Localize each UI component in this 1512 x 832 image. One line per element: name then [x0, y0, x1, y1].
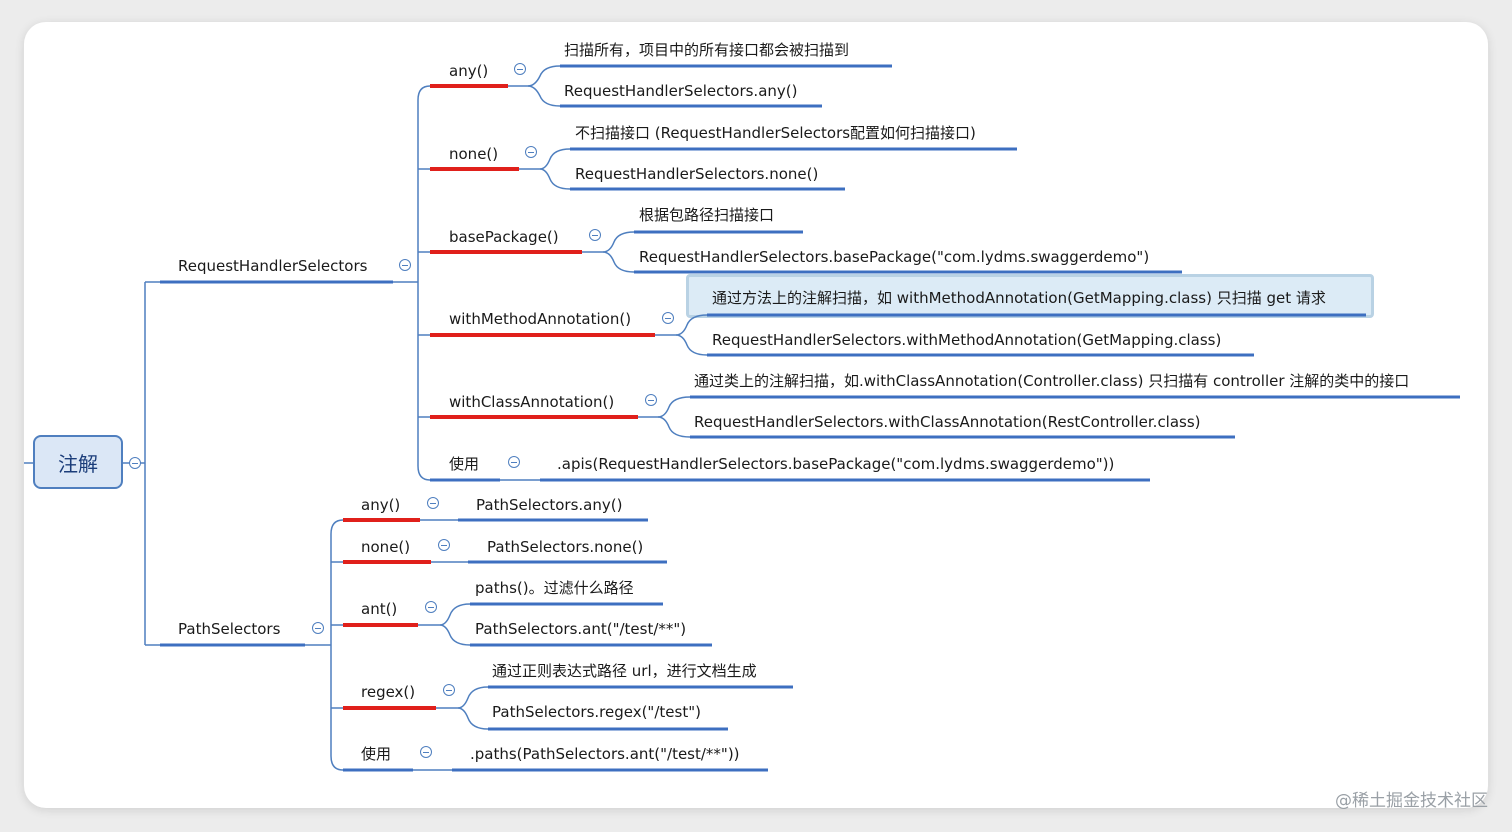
leaf-ps-regex-code[interactable]: PathSelectors.regex("/test")	[492, 703, 701, 721]
node-ps-regex[interactable]: regex()	[361, 683, 416, 701]
collapse-icon[interactable]	[645, 394, 657, 406]
collapse-icon[interactable]	[420, 746, 432, 758]
selected-node-highlight[interactable]	[686, 274, 1374, 318]
collapse-icon[interactable]	[129, 457, 141, 469]
node-rhs-with-class-annotation[interactable]: withClassAnnotation()	[449, 393, 615, 411]
collapse-icon[interactable]	[525, 146, 537, 158]
watermark: @稀土掘金技术社区	[1335, 791, 1488, 811]
leaf-ps-usage-code[interactable]: .paths(PathSelectors.ant("/test/**"))	[470, 745, 740, 763]
leaf-rhs-base-package-desc[interactable]: 根据包路径扫描接口	[639, 206, 775, 224]
node-ps-usage[interactable]: 使用	[361, 745, 392, 763]
leaf-ps-any-code[interactable]: PathSelectors.any()	[476, 496, 623, 514]
leaf-rhs-any-desc[interactable]: 扫描所有，项目中的所有接口都会被扫描到	[564, 41, 850, 59]
collapse-icon[interactable]	[399, 259, 411, 271]
leaf-rhs-with-method-annotation-code[interactable]: RequestHandlerSelectors.withMethodAnnota…	[712, 331, 1222, 349]
node-rhs-with-method-annotation[interactable]: withMethodAnnotation()	[449, 310, 632, 328]
leaf-rhs-with-class-annotation-desc[interactable]: 通过类上的注解扫描，如.withClassAnnotation(Controll…	[694, 372, 1410, 390]
leaf-rhs-usage-code[interactable]: .apis(RequestHandlerSelectors.basePackag…	[557, 455, 1115, 473]
collapse-icon[interactable]	[425, 601, 437, 613]
leaf-ps-ant-desc[interactable]: paths()。过滤什么路径	[475, 579, 634, 597]
node-ps-any[interactable]: any()	[361, 496, 401, 514]
collapse-icon[interactable]	[443, 684, 455, 696]
leaf-rhs-none-code[interactable]: RequestHandlerSelectors.none()	[575, 165, 819, 183]
collapse-icon[interactable]	[589, 229, 601, 241]
node-path-selectors[interactable]: PathSelectors	[178, 620, 281, 638]
node-rhs-none[interactable]: none()	[449, 145, 499, 163]
leaf-rhs-with-method-annotation-desc[interactable]: 通过方法上的注解扫描，如 withMethodAnnotation(GetMap…	[712, 289, 1326, 307]
leaf-rhs-none-desc[interactable]: 不扫描接口 (RequestHandlerSelectors配置如何扫描接口)	[575, 124, 976, 142]
collapse-icon[interactable]	[508, 456, 520, 468]
leaf-rhs-any-code[interactable]: RequestHandlerSelectors.any()	[564, 82, 798, 100]
node-rhs-base-package[interactable]: basePackage()	[449, 228, 559, 246]
leaf-ps-none-code[interactable]: PathSelectors.none()	[487, 538, 644, 556]
collapse-icon[interactable]	[427, 497, 439, 509]
node-request-handler-selectors[interactable]: RequestHandlerSelectors	[178, 257, 368, 275]
node-rhs-usage[interactable]: 使用	[449, 455, 480, 473]
collapse-icon[interactable]	[312, 622, 324, 634]
root-label: 注解	[58, 451, 98, 476]
node-ps-ant[interactable]: ant()	[361, 600, 398, 618]
collapse-icon[interactable]	[662, 312, 674, 324]
mindmap-card	[24, 22, 1488, 808]
collapse-icon[interactable]	[514, 63, 526, 75]
leaf-rhs-with-class-annotation-code[interactable]: RequestHandlerSelectors.withClassAnnotat…	[694, 413, 1201, 431]
node-ps-none[interactable]: none()	[361, 538, 411, 556]
leaf-ps-regex-desc[interactable]: 通过正则表达式路径 url，进行文档生成	[492, 662, 757, 680]
node-rhs-any[interactable]: any()	[449, 62, 489, 80]
collapse-icon[interactable]	[438, 539, 450, 551]
leaf-rhs-base-package-code[interactable]: RequestHandlerSelectors.basePackage("com…	[639, 248, 1150, 266]
leaf-ps-ant-code[interactable]: PathSelectors.ant("/test/**")	[475, 620, 687, 638]
root-node[interactable]: 注解	[33, 435, 123, 489]
